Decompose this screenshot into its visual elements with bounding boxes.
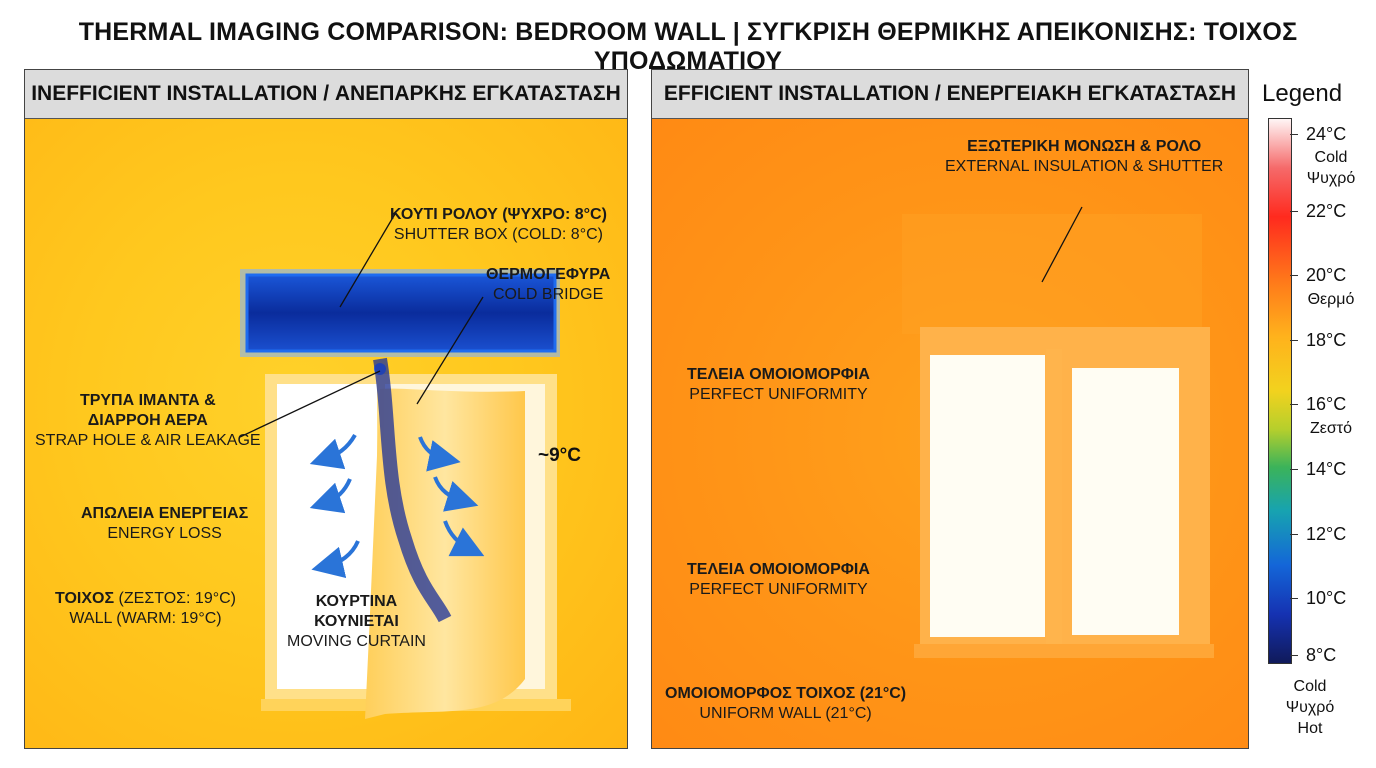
legend-tick xyxy=(1290,655,1298,656)
legend-tick xyxy=(1290,134,1298,135)
legend-mid-caption: Θερμό xyxy=(1307,291,1355,308)
curtain xyxy=(365,388,525,719)
curtain-temperature: ~9°C xyxy=(538,445,581,466)
page-title: THERMAL IMAGING COMPARISON: BEDROOM WALL… xyxy=(78,18,1298,75)
temperature-color-bar xyxy=(1268,118,1292,664)
window-glass-right xyxy=(1072,368,1179,635)
legend-tick-label: 20°C xyxy=(1306,265,1347,285)
efficient-panel: EFFICIENT INSTALLATION / ΕΝΕΡΓΕΙΑΚΗ ΕΓΚΑ… xyxy=(651,69,1249,749)
window-sill xyxy=(914,644,1214,658)
inefficient-thermal-graphic xyxy=(239,213,571,719)
legend-tick xyxy=(1290,534,1298,535)
shutter-box-cold xyxy=(245,273,557,353)
shutter-box-pointer xyxy=(339,213,396,308)
legend-tick xyxy=(1290,404,1298,405)
leak-arrow-2 xyxy=(309,478,352,514)
legend-tick-label: 16°C xyxy=(1306,394,1347,414)
uniform-wall-label: ΟΜΟΙΟΜΟΡΦΟΣ ΤΟΙΧΟΣ (21°C)UNIFORM WALL (2… xyxy=(665,685,907,722)
legend-tick-label: 8°C xyxy=(1306,645,1337,665)
legend-tick xyxy=(1290,469,1298,470)
leak-arrow-3 xyxy=(311,540,360,578)
cold-air-streak xyxy=(373,357,452,623)
legend-title: Legend xyxy=(1262,80,1343,107)
strap-hole-pointer xyxy=(239,370,381,438)
leak-arrow-1 xyxy=(309,433,357,470)
inefficient-panel-header: INEFFICIENT INSTALLATION / ΑΝΕΠΑΡΚΗΣ ΕΓΚ… xyxy=(25,70,627,119)
leak-arrow-4 xyxy=(418,436,461,472)
window-glass-left xyxy=(277,384,377,689)
legend-tick xyxy=(1290,340,1298,341)
legend-tick-label: 18°C xyxy=(1306,330,1347,350)
inefficient-thermal-image: ΚΟΥΤΙ ΡΟΛΟΥ (ΨΥΧΡΟ: 8°C)SHUTTER BOX (COL… xyxy=(25,119,627,748)
legend-tick-label: 12°C xyxy=(1306,524,1347,544)
window-glass-left xyxy=(930,355,1045,637)
legend-tick xyxy=(1290,211,1298,212)
leak-arrow-5 xyxy=(433,476,479,512)
wall-label: ΤΟΙΧΟΣ (ΖΕΣΤΟΣ: 19°C)WALL (WARM: 19°C) xyxy=(55,590,236,627)
window-mullion xyxy=(1046,349,1062,649)
insulation-pointer xyxy=(1041,206,1083,283)
inefficient-panel: INEFFICIENT INSTALLATION / ΑΝΕΠΑΡΚΗΣ ΕΓΚ… xyxy=(24,69,628,749)
efficient-thermal-graphic xyxy=(902,206,1214,658)
legend-tick xyxy=(1290,598,1298,599)
efficient-panel-header: EFFICIENT INSTALLATION / ΕΝΕΡΓΕΙΑΚΗ ΕΓΚΑ… xyxy=(652,70,1248,119)
legend-tick-label: 10°C xyxy=(1306,588,1347,608)
leak-arrow-6 xyxy=(443,520,485,557)
legend-tick-label: 24°C xyxy=(1306,124,1347,144)
legend-tick-label: 22°C xyxy=(1306,201,1347,221)
external-insulation xyxy=(902,214,1202,334)
cold-bridge-pointer xyxy=(416,296,484,405)
shutter-box-label: ΚΟΥΤΙ ΡΟΛΟΥ (ΨΥΧΡΟ: 8°C)SHUTTER BOX (COL… xyxy=(390,206,607,243)
legend-low-caption: Ζεστό xyxy=(1310,420,1352,437)
legend-tick xyxy=(1290,275,1298,276)
legend-tick-label: 14°C xyxy=(1306,459,1347,479)
